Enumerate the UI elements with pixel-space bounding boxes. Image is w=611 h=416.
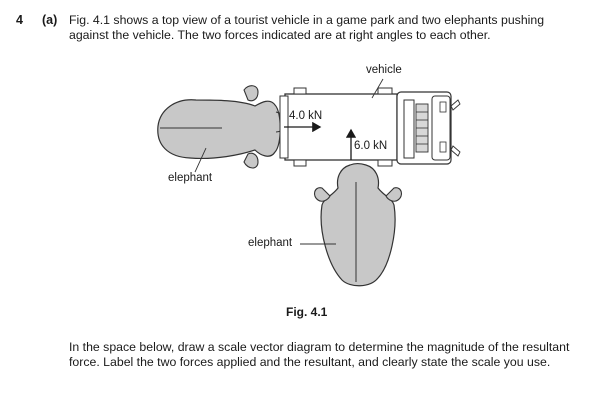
elephant-bottom [313, 162, 403, 287]
intro-line-1: Fig. 4.1 shows a top view of a tourist v… [69, 13, 545, 27]
figure-caption: Fig. 4.1 [286, 305, 328, 319]
elephant-left-leader-line [194, 147, 207, 173]
elephant-bottom-label: elephant [248, 237, 293, 249]
elephant-left-label: elephant [168, 172, 213, 184]
instructions-line-1: In the space below, draw a scale vector … [69, 340, 570, 354]
vehicle-label: vehicle [366, 64, 402, 76]
instructions-line-2: force. Label the two forces applied and … [69, 355, 551, 369]
question-part: (a) [42, 13, 58, 27]
force-horizontal-label: 4.0 kN [289, 110, 323, 122]
force-vertical-label: 6.0 kN [354, 140, 388, 152]
instructions: In the space below, draw a scale vector … [69, 340, 569, 370]
intro-line-2: against the vehicle. The two forces indi… [69, 28, 491, 42]
question-number: 4 [16, 13, 23, 27]
vehicle-leader-line [371, 78, 384, 99]
question-intro: Fig. 4.1 shows a top view of a tourist v… [69, 13, 544, 43]
elephant-left [157, 85, 288, 169]
